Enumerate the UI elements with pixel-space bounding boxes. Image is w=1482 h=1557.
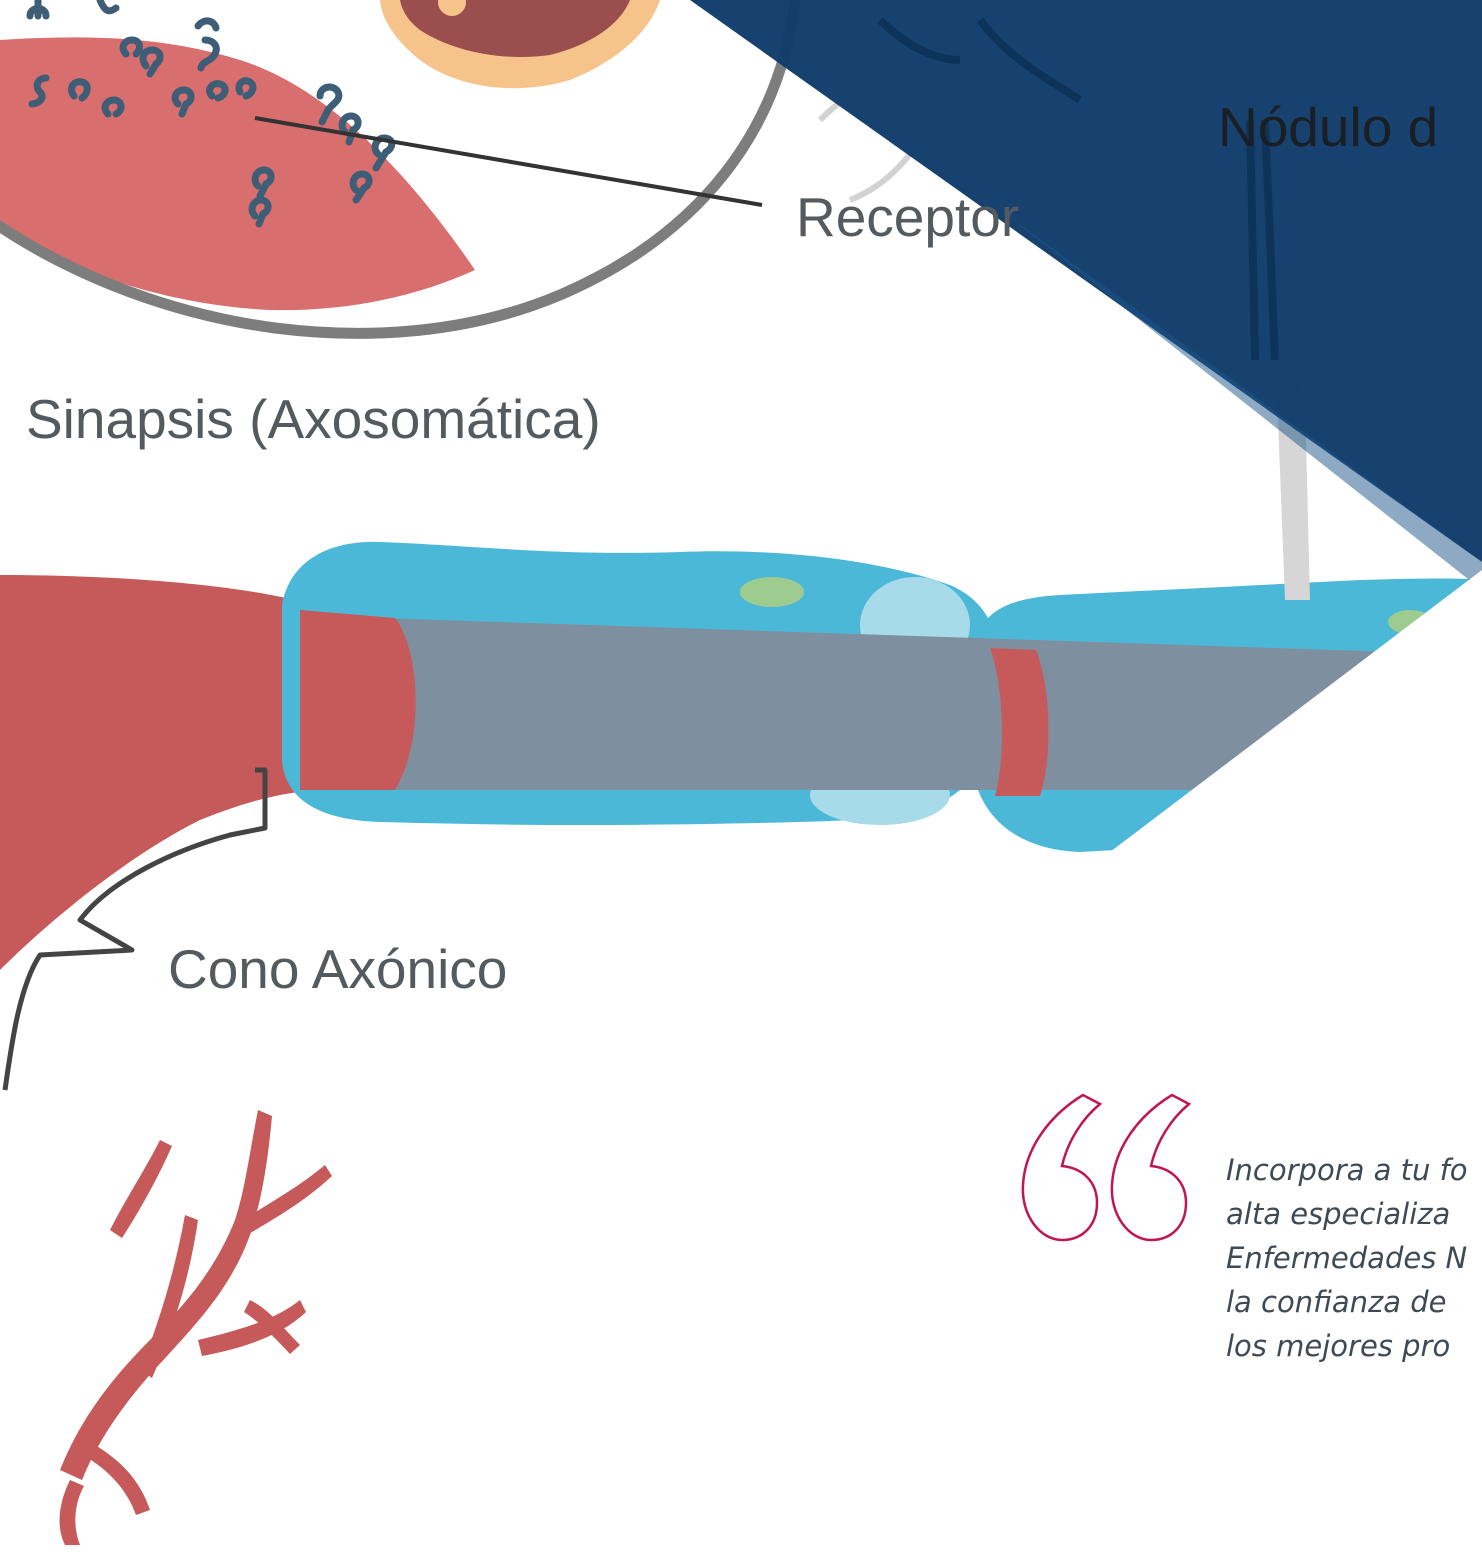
- quote-line: la confianza de: [1226, 1285, 1447, 1319]
- quote-line: los mejores pro: [1226, 1329, 1451, 1363]
- label-nodule: Nódulo d: [1218, 96, 1439, 158]
- quote-line: Enfermedades N: [1226, 1241, 1468, 1275]
- schwann-nucleus: [740, 577, 804, 607]
- soma: [0, 575, 330, 970]
- receptors: [26, 0, 396, 228]
- axon: [380, 618, 1482, 790]
- inset-circle-border: [0, 0, 801, 339]
- vesicle: [434, 0, 470, 20]
- receptor-leader-line: [254, 116, 763, 207]
- quote-text: Incorpora a tu fo alta especializa Enfer…: [1226, 1148, 1482, 1368]
- label-axon-hillock: Cono Axónico: [168, 938, 508, 1000]
- label-receptor: Receptor: [796, 186, 1020, 248]
- quote-line: alta especializa: [1226, 1197, 1451, 1231]
- overlay-faint-structures: [877, 17, 1279, 361]
- dendrite: [59, 1110, 332, 1545]
- node-of-ranvier: [990, 648, 1049, 796]
- label-synapse: Sinapsis (Axosomática): [26, 388, 601, 450]
- axon-hillock-bracket: [2, 767, 268, 1091]
- synapse-inset: [0, 0, 801, 339]
- navy-overlay-panel-lower: [1000, 210, 1482, 590]
- quote-line: Incorpora a tu fo: [1226, 1153, 1468, 1187]
- lower-left-cutoff: [150, 1418, 300, 1557]
- white-diagonal-panel: [150, 570, 1482, 1557]
- axon-hillock: [300, 610, 416, 790]
- quote-marks-icon: [1021, 1093, 1192, 1242]
